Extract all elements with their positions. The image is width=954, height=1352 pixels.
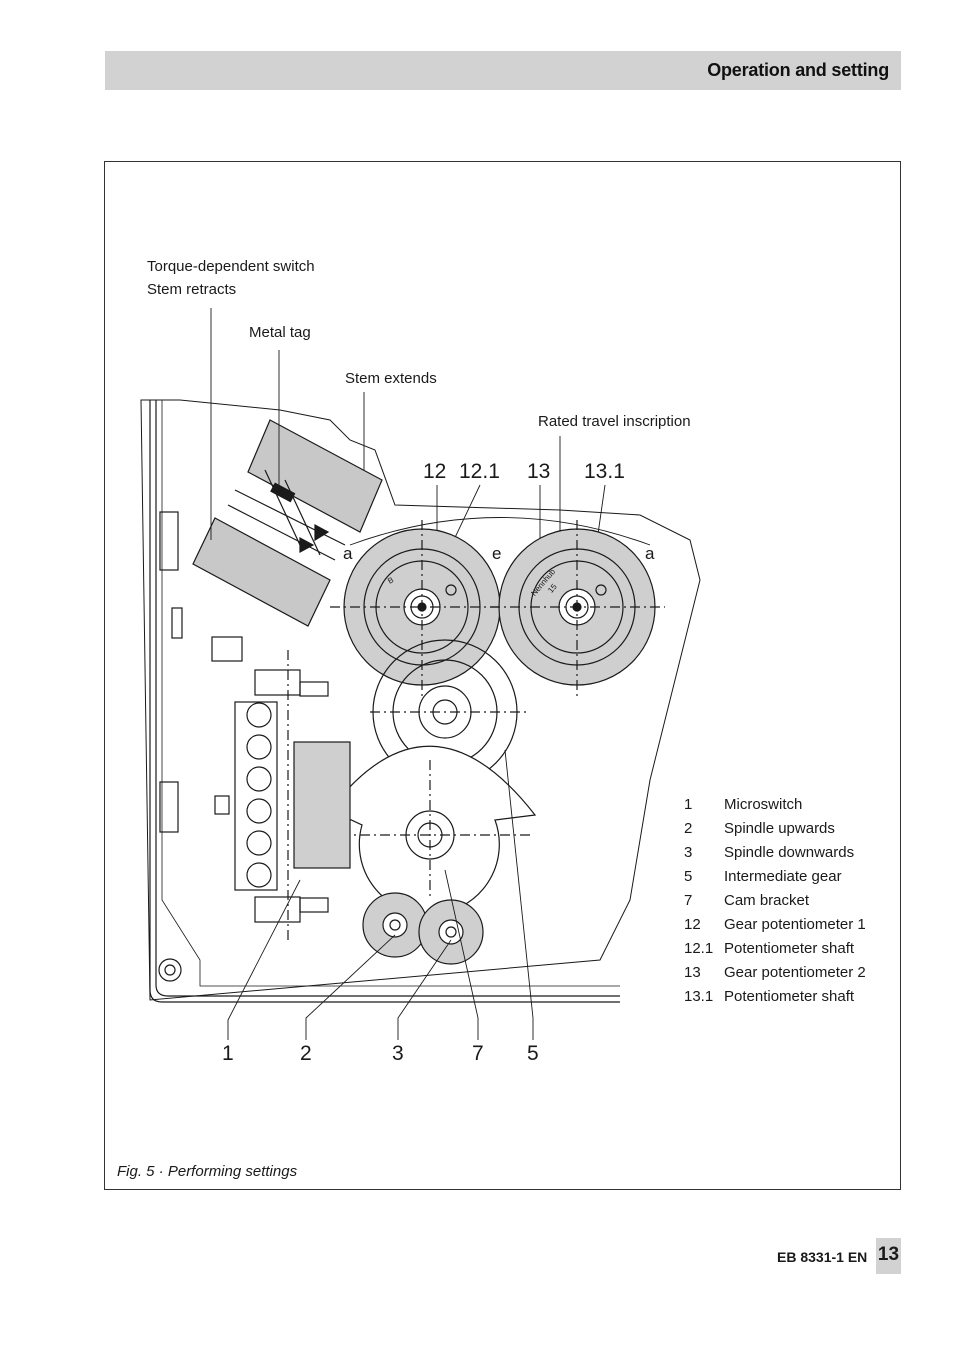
callout-12: 12 [423, 460, 447, 483]
page-section-title: Operation and setting [707, 60, 889, 80]
travel-arc [349, 517, 651, 546]
callout-3: 3 [392, 1042, 404, 1065]
side-tab-lower [159, 781, 179, 833]
page-number-box: 13 [876, 1238, 901, 1274]
figure-frame [104, 161, 901, 1190]
figure-caption: Fig. 5 · Performing settings [117, 1163, 298, 1180]
bottom-leader-lines [227, 749, 534, 1040]
callout-7: 7 [472, 1042, 484, 1065]
terminal-block [211, 636, 351, 940]
callout-5: 5 [527, 1042, 539, 1065]
callout-13: 13 [527, 460, 551, 483]
mark-a-right: a [645, 544, 655, 563]
mark-e: e [492, 544, 502, 563]
spindle-gears [362, 892, 484, 965]
label-metal-tag: Metal tag [249, 324, 311, 341]
label-torque-switch: Torque-dependent switch [147, 258, 315, 275]
torque-switch-blocks [192, 419, 383, 627]
mounting-hole [158, 958, 182, 982]
callout-12-1: 12.1 [459, 460, 500, 483]
page-number: 13 [877, 1244, 900, 1265]
label-stem-extends: Stem extends [345, 370, 437, 387]
mark-a-left: a [343, 544, 353, 563]
callout-1: 1 [222, 1042, 234, 1065]
gear-potentiometer-1 [330, 520, 515, 700]
header-bar: Operation and setting [105, 51, 901, 90]
callout-2: 2 [300, 1042, 312, 1065]
side-tab-mid [171, 607, 183, 639]
document-code: EB 8331-1 EN [777, 1249, 868, 1265]
side-tab-upper [159, 511, 179, 571]
gear-potentiometer-2 [490, 520, 665, 700]
cam-bracket [329, 745, 537, 915]
label-rated-travel: Rated travel inscription [538, 413, 691, 430]
callout-13-1: 13.1 [584, 460, 625, 483]
label-stem-retracts: Stem retracts [147, 281, 237, 298]
